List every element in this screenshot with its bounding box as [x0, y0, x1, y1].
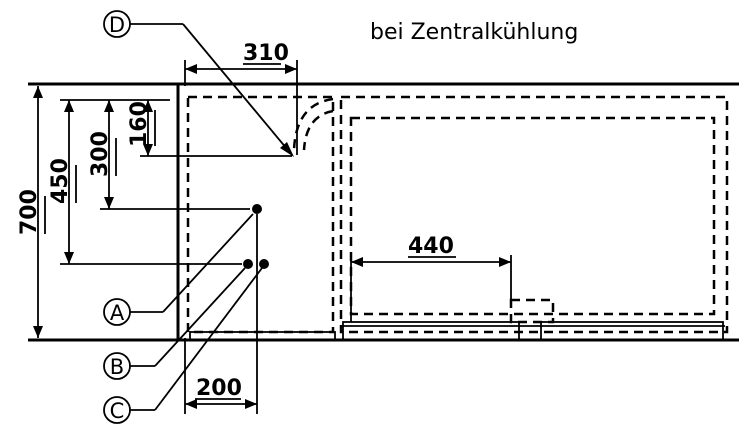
dim-700-arrow-bottom — [33, 326, 43, 338]
marker-c-leader — [154, 267, 263, 411]
connection-point-b — [243, 259, 253, 269]
dim-200-arrow-right — [245, 399, 257, 409]
dim-450-label: 450 — [48, 158, 73, 204]
right-plinth-left — [342, 321, 520, 341]
dim-310-label: 310 — [243, 41, 289, 66]
dim-440-arrow-left — [351, 257, 363, 267]
dim-450-arrow-bottom — [64, 252, 74, 264]
dim-300-arrow-bottom — [104, 197, 114, 209]
right-plinth-right — [540, 321, 724, 341]
dim-160-arrow-bottom — [143, 144, 153, 156]
coolant-pipe-bend-inner — [302, 109, 334, 151]
marker-b-label: B — [110, 355, 124, 379]
dim-200-arrow-left — [185, 399, 197, 409]
left-plinth — [189, 331, 336, 341]
dim-160-arrow-top — [143, 100, 153, 112]
dim-440-arrow-right — [499, 257, 511, 267]
dim-700-label: 700 — [17, 189, 42, 235]
coolant-pipe-bend — [292, 97, 334, 151]
right-cabinet-inner — [349, 116, 716, 316]
dim-300-label: 300 — [88, 131, 113, 177]
marker-c-label: C — [110, 399, 125, 423]
dim-440-label: 440 — [408, 234, 454, 259]
left-cabinet-outline — [186, 95, 335, 334]
dim-310-arrow-right — [285, 64, 297, 74]
dim-310-arrow-left — [185, 64, 197, 74]
dim-300-arrow-top — [104, 100, 114, 112]
dim-700-arrow-top — [33, 86, 43, 98]
drain-box — [509, 298, 555, 324]
marker-b-leader — [154, 267, 246, 367]
dim-450-arrow-top — [64, 100, 74, 112]
connection-point-a — [252, 204, 262, 214]
marker-d-arrow — [280, 142, 294, 157]
connection-point-c — [259, 259, 269, 269]
marker-d-leader — [182, 23, 293, 156]
right-cabinet-outline — [339, 95, 729, 334]
marker-d-label: D — [109, 13, 125, 37]
drawing-title: bei Zentralkühlung — [370, 20, 578, 45]
dim-160-label: 160 — [127, 101, 152, 147]
marker-a-leader — [162, 213, 254, 313]
dim-200-label: 200 — [196, 376, 242, 401]
marker-a-label: A — [110, 301, 125, 325]
